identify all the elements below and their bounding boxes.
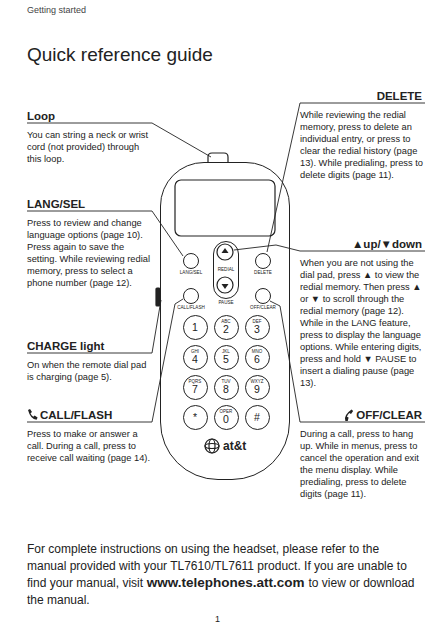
running-head: Getting started [27,5,86,15]
phone-icon [342,409,355,422]
globe-stripe [205,444,219,449]
keypad-key: ABC2 [214,315,239,340]
up-button [217,244,233,260]
callout-heading: ▲up/▼down [352,238,422,250]
up-arrow [222,248,229,253]
button-label: DELETE [241,271,285,276]
key-digit: 3 [254,324,260,335]
callout-heading: CALL/FLASH [40,409,112,421]
att-globe [205,439,219,453]
button-ring [183,253,199,269]
function-button: OFF/CLEAR [241,288,285,313]
phone-icon [28,409,38,420]
callout-heading: DELETE [377,90,422,102]
footer-paragraph: For complete instructions on using the h… [27,540,419,608]
function-button: CALL/FLASH [169,288,213,313]
keypad-key: DEF3 [245,315,270,340]
callout-heading: OFF/CLEAR [356,409,422,421]
keypad-key: GHI4 [183,345,208,370]
navigation-key: REDIAL [213,241,239,299]
key-digit: 6 [254,354,260,365]
keypad-key: MNO6 [245,345,270,370]
button-ring [183,288,199,304]
keypad-key: WXYZ9 [245,375,270,400]
callout-text: On when the remote dial pad is charging … [27,359,153,383]
key-digit: * [193,412,197,423]
button-label: REDIAL [218,268,235,273]
callout-heading: LANG/SEL [27,198,85,210]
key-digit: 7 [192,384,198,395]
key-digit: 4 [192,354,198,365]
button-label: CALL/FLASH [169,306,213,311]
key-digit: 1 [192,322,198,333]
callout-text: While reviewing the redial memory, press… [300,109,428,181]
function-button: LANG/SEL [169,253,213,278]
callout-text: During a call, press to hang up. While i… [300,428,428,500]
leader-line [27,300,161,353]
down-arrow [222,284,229,289]
key-digit: 8 [223,384,229,395]
callout-heading: CHARGE light [27,340,104,352]
footer-url: www.telephones.att.com [147,575,305,590]
callout-text: When you are not using the dial pad, pre… [300,257,428,389]
callout-heading: Loop [27,110,55,122]
key-digit: 9 [254,384,260,395]
down-button [217,277,233,293]
callout-text: Press to make or answer a call. During a… [27,428,153,464]
keypad-key: PQRS7 [183,375,208,400]
brand-logo: at&t [223,440,246,452]
button-label: PAUSE [212,301,240,306]
keypad-key: 1 [183,315,208,340]
callout-text: You can string a neck or wrist cord (not… [27,129,155,165]
page-number: 1 [215,614,220,624]
button-label: OFF/CLEAR [241,306,285,311]
key-digit: 2 [223,324,229,335]
key-digit: 0 [223,414,229,425]
button-ring [255,253,271,269]
keypad-key: # [245,405,270,430]
key-digit: 5 [223,354,229,365]
button-label: LANG/SEL [169,271,213,276]
keypad-key: JKL5 [214,345,239,370]
callout-text: Press to review and change language opti… [27,217,155,289]
function-button: DELETE [241,253,285,278]
key-digit: # [254,412,260,423]
keypad-key: OPER0 [214,405,239,430]
keypad-key: * [183,405,208,430]
display-screen [175,180,275,236]
globe-stripe [209,439,215,453]
page-title: Quick reference guide [27,44,213,66]
keypad-key: TUV8 [214,375,239,400]
dial-pad-housing: at&t LANG/SEL REDIAL DELETE CALL/FLASH OFF/CL… [160,162,290,480]
button-ring [255,288,271,304]
